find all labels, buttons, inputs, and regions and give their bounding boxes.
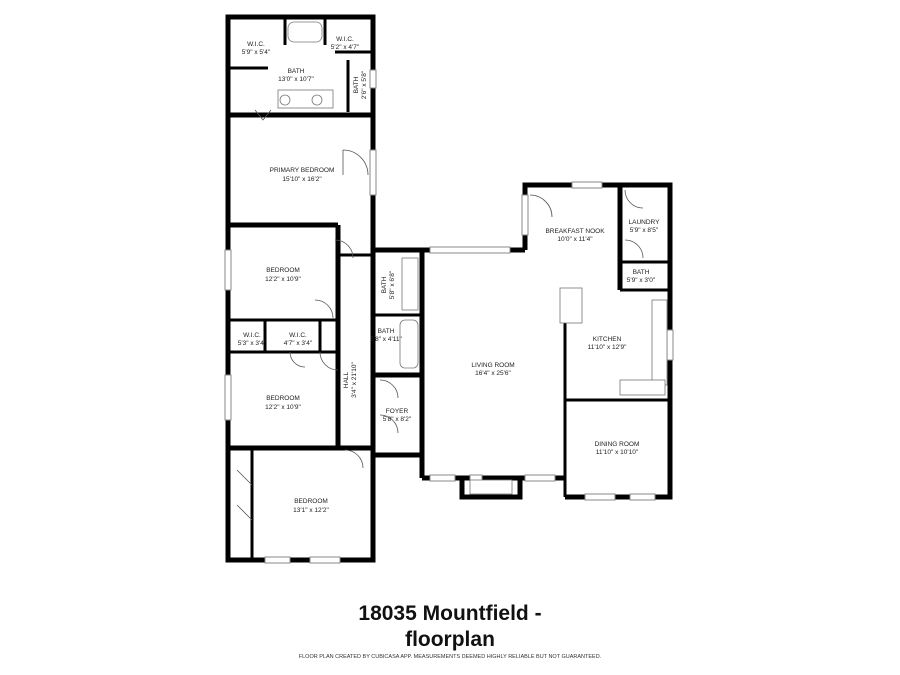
svg-text:BEDROOM: BEDROOM bbox=[266, 267, 300, 274]
disclaimer-footer: FLOOR PLAN CREATED BY CUBICASA APP. MEAS… bbox=[298, 654, 602, 660]
door-swings bbox=[236, 109, 644, 521]
svg-text:BATH: BATH bbox=[381, 276, 388, 293]
svg-text:W.I.C.: W.I.C. bbox=[243, 332, 261, 339]
svg-text:5'9" x 3'0": 5'9" x 3'0" bbox=[627, 277, 656, 284]
svg-text:12'2" x 10'9": 12'2" x 10'9" bbox=[265, 404, 301, 411]
svg-text:BATH: BATH bbox=[633, 269, 650, 276]
svg-text:4'7" x 3'4": 4'7" x 3'4" bbox=[284, 340, 313, 347]
fixtures bbox=[236, 21, 668, 521]
svg-text:KITCHEN: KITCHEN bbox=[593, 336, 622, 343]
svg-text:10'0" x 11'4": 10'0" x 11'4" bbox=[557, 236, 593, 243]
room-wic-3: W.I.C.5'3" x 3'4" bbox=[238, 332, 267, 347]
vanity-icon bbox=[401, 257, 419, 311]
svg-text:16'4" x 25'6": 16'4" x 25'6" bbox=[475, 370, 511, 377]
fireplace-icon bbox=[469, 479, 513, 495]
svg-text:11'10" x 12'9": 11'10" x 12'9" bbox=[588, 344, 627, 351]
svg-text:W.I.C.: W.I.C. bbox=[336, 36, 354, 43]
room-bedroom-1: BEDROOM 12'2" x 10'9" bbox=[265, 267, 301, 283]
svg-text:3'4" x 21'10": 3'4" x 21'10" bbox=[351, 361, 358, 397]
sink-icon bbox=[311, 94, 323, 106]
svg-text:BATH: BATH bbox=[288, 68, 305, 75]
svg-text:5'8" x 4'11": 5'8" x 4'11" bbox=[370, 336, 402, 343]
svg-text:5'8" x 6'8": 5'8" x 6'8" bbox=[389, 270, 396, 299]
svg-text:5'2" x 4'7": 5'2" x 4'7" bbox=[331, 44, 360, 51]
counter-icon bbox=[651, 299, 668, 386]
svg-text:HALL: HALL bbox=[343, 371, 350, 388]
svg-text:11'10" x 10'10": 11'10" x 10'10" bbox=[596, 449, 639, 456]
svg-text:5'9" x 8'5": 5'9" x 8'5" bbox=[630, 227, 659, 234]
svg-text:BEDROOM: BEDROOM bbox=[294, 498, 328, 505]
svg-text:BATH: BATH bbox=[378, 328, 395, 335]
svg-text:5'3" x 3'4": 5'3" x 3'4" bbox=[238, 340, 267, 347]
svg-text:BEDROOM: BEDROOM bbox=[266, 395, 300, 402]
room-wic-2: W.I.C.5'2" x 4'7" bbox=[331, 36, 360, 51]
svg-text:5'8" x 8'2": 5'8" x 8'2" bbox=[383, 416, 412, 423]
room-wic-4: W.I.C.4'7" x 3'4" bbox=[284, 332, 313, 347]
svg-text:13'0" x 10'7": 13'0" x 10'7" bbox=[278, 76, 314, 83]
svg-text:LAUNDRY: LAUNDRY bbox=[629, 219, 661, 226]
plan-title-line-2: floorplan bbox=[405, 628, 495, 651]
svg-text:12'2" x 10'9": 12'2" x 10'9" bbox=[265, 276, 301, 283]
windows bbox=[224, 69, 674, 564]
sink-icon bbox=[279, 94, 291, 106]
kitchen-island-icon bbox=[559, 287, 583, 324]
room-primary-bedroom: PRIMARY BEDROOM 15'10" x 16'2" bbox=[270, 167, 335, 183]
svg-text:FOYER: FOYER bbox=[386, 408, 409, 415]
svg-text:2'6" x 5'8": 2'6" x 5'8" bbox=[361, 70, 368, 99]
svg-text:PRIMARY BEDROOM: PRIMARY BEDROOM bbox=[270, 167, 335, 174]
plan-title-line-1: 18035 Mountfield - bbox=[358, 602, 542, 625]
room-labels: W.I.C.5'9" x 5'4" W.I.C.5'2" x 4'7" BATH… bbox=[238, 36, 660, 514]
room-bedroom-3: BEDROOM 13'1" x 12'2" bbox=[293, 498, 329, 514]
svg-text:15'10" x 16'2": 15'10" x 16'2" bbox=[282, 176, 322, 183]
svg-text:BREAKFAST NOOK: BREAKFAST NOOK bbox=[545, 228, 605, 235]
room-wic-1: W.I.C.5'9" x 5'4" bbox=[242, 41, 271, 56]
svg-text:BATH: BATH bbox=[353, 76, 360, 93]
svg-text:LIVING ROOM: LIVING ROOM bbox=[471, 362, 514, 369]
svg-text:W.I.C.: W.I.C. bbox=[289, 332, 307, 339]
bathtub-icon bbox=[399, 319, 419, 369]
svg-text:13'1" x 12'2": 13'1" x 12'2" bbox=[293, 507, 329, 514]
svg-text:W.I.C.: W.I.C. bbox=[247, 41, 265, 48]
svg-text:DINING ROOM: DINING ROOM bbox=[595, 441, 640, 448]
bathtub-icon bbox=[287, 21, 323, 43]
counter-icon bbox=[619, 379, 666, 396]
room-bedroom-2: BEDROOM 12'2" x 10'9" bbox=[265, 395, 301, 411]
svg-text:5'9" x 5'4": 5'9" x 5'4" bbox=[242, 49, 271, 56]
